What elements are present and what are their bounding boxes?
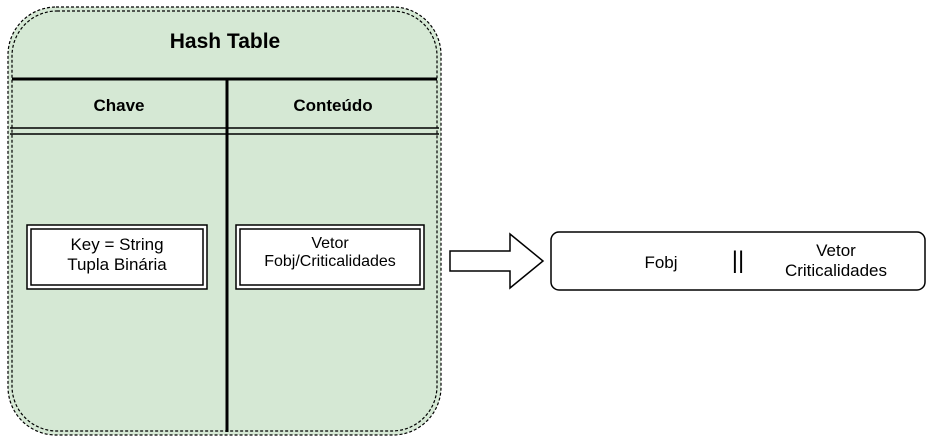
record-field-vector-line2: Criticalidades xyxy=(784,260,888,280)
hash-table-container xyxy=(7,6,442,436)
key-cell-line1: Key = String xyxy=(70,235,164,254)
column-header-value: Conteúdo xyxy=(293,96,373,115)
record-field-vector: Vetor Criticalidades xyxy=(760,241,912,280)
key-cell-line2: Tupla Binária xyxy=(67,254,167,274)
value-cell-text: Vetor Fobj/Criticalidades xyxy=(238,235,422,272)
value-cell-line2: Fobj/Criticalidades xyxy=(264,253,396,271)
record-field-vector-line1: Vetor xyxy=(816,241,856,260)
record-separator: || xyxy=(731,247,745,274)
value-cell-box xyxy=(235,224,425,290)
right-arrow-icon xyxy=(449,232,545,290)
record-box xyxy=(550,231,926,291)
key-cell-text: Key = String Tupla Binária xyxy=(30,235,204,274)
column-header-key: Chave xyxy=(93,96,145,115)
key-cell-box xyxy=(26,224,208,290)
hash-table-inner-border xyxy=(11,10,438,432)
hash-table-outer-border xyxy=(7,6,442,436)
value-cell-line1: Vetor xyxy=(311,235,349,252)
hash-table-title: Hash Table xyxy=(169,30,281,53)
record-field-fobj: Fobj xyxy=(644,253,678,272)
